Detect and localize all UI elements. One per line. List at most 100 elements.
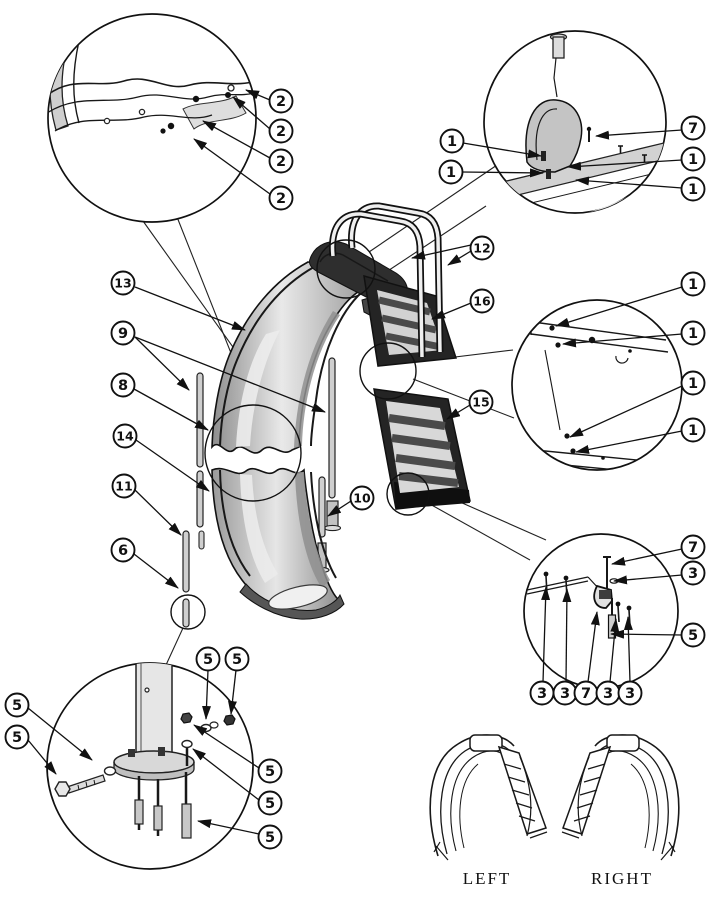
rivet <box>628 349 632 353</box>
part-balloon <box>439 128 465 154</box>
rivet-hole <box>103 117 111 125</box>
bolt <box>546 169 551 179</box>
rod <box>198 530 205 550</box>
callout-5: 5 <box>4 692 93 761</box>
screw <box>642 154 647 162</box>
rod <box>196 470 204 528</box>
callout-2: 2 <box>232 96 294 144</box>
leader-line <box>27 739 57 775</box>
part-number: 5 <box>203 652 213 668</box>
leader-line <box>202 669 212 720</box>
part-number: 5 <box>265 796 275 812</box>
part-balloon <box>224 646 250 672</box>
leader-line <box>193 724 260 769</box>
handrail-rear <box>349 204 442 353</box>
leader-line <box>609 618 620 683</box>
part-number: 14 <box>116 428 134 443</box>
part-number: 13 <box>114 275 131 290</box>
part-balloon <box>110 320 136 346</box>
part-number: 3 <box>537 686 547 702</box>
callout-1: 1 <box>575 176 706 202</box>
projection-line <box>427 502 531 561</box>
part-number: 11 <box>115 478 132 493</box>
screw <box>167 122 175 130</box>
part-balloon <box>680 146 706 172</box>
bolt <box>543 571 549 577</box>
callout-12: 12 <box>411 235 495 266</box>
part-number: 1 <box>688 152 698 168</box>
left-orientation-drawing <box>429 734 548 861</box>
part-balloon <box>110 270 136 296</box>
part-number: 1 <box>688 326 698 342</box>
callout-14: 14 <box>112 423 210 492</box>
part-number: 3 <box>625 686 635 702</box>
callout-3: 3 <box>552 588 578 706</box>
leader-line <box>461 168 544 178</box>
part-number: 2 <box>276 154 286 170</box>
part-number: 1 <box>688 277 698 293</box>
washer <box>181 739 193 749</box>
part-number: 8 <box>118 378 128 394</box>
part-balloon <box>4 692 30 718</box>
leader-line <box>623 616 633 683</box>
part-balloon <box>469 235 495 261</box>
callout-1: 1 <box>569 370 706 438</box>
seam-fold-line <box>544 349 561 431</box>
part-number: 1 <box>446 165 456 181</box>
leader-line <box>447 250 472 266</box>
detail-ring-rod-end <box>170 594 206 630</box>
screw <box>192 95 200 103</box>
part-number: 5 <box>232 652 242 668</box>
leg-tube <box>326 500 339 528</box>
leader-line <box>595 129 683 140</box>
leader-line <box>232 96 271 130</box>
part-balloon <box>268 185 294 211</box>
callout-1: 1 <box>439 128 542 159</box>
part-number: 16 <box>473 293 491 308</box>
leader-line <box>575 176 683 189</box>
part-balloon <box>4 724 30 750</box>
screw <box>160 128 166 134</box>
part-balloon <box>680 271 706 297</box>
bolt <box>564 433 570 439</box>
part-balloon <box>680 176 706 202</box>
handrail-post <box>552 36 565 59</box>
edge-profile-upper <box>48 78 253 98</box>
part-balloon <box>349 485 375 511</box>
leader-line <box>133 553 179 589</box>
leader-line <box>587 611 600 683</box>
detail-ring-slide-seam <box>204 404 302 502</box>
part-number: 7 <box>688 540 698 556</box>
part-number: 9 <box>118 326 128 342</box>
callout-16: 16 <box>431 288 495 320</box>
callout-1: 1 <box>567 146 706 172</box>
rod <box>182 598 190 628</box>
edge-profile-lower <box>54 114 213 132</box>
part-number: 5 <box>265 830 275 846</box>
callout-3: 3 <box>595 618 621 706</box>
leader-line <box>134 286 246 331</box>
callout-5: 5 <box>610 622 706 648</box>
label-left: LEFT <box>463 869 512 888</box>
rod <box>328 357 336 499</box>
leader-line <box>431 302 472 320</box>
callout-5: 5 <box>197 819 283 850</box>
part-number: 15 <box>472 394 489 409</box>
callout-5: 5 <box>195 646 221 720</box>
part-balloon <box>268 88 294 114</box>
part-number: 2 <box>276 94 286 110</box>
leader-line <box>562 333 683 348</box>
detail-view-pole-base <box>46 662 254 870</box>
leader-line <box>197 819 260 835</box>
part-number: 6 <box>118 543 128 559</box>
detail-circle-outline <box>47 13 257 223</box>
callout-1: 1 <box>562 320 706 348</box>
callout-5: 5 <box>4 724 57 775</box>
detail-view-slide-top-hardware <box>483 30 667 214</box>
slide-upper-body <box>211 261 369 454</box>
part-balloon <box>469 288 495 314</box>
leg-flange <box>323 524 342 532</box>
detail-circle-outline <box>523 533 679 689</box>
part-number: 1 <box>688 182 698 198</box>
